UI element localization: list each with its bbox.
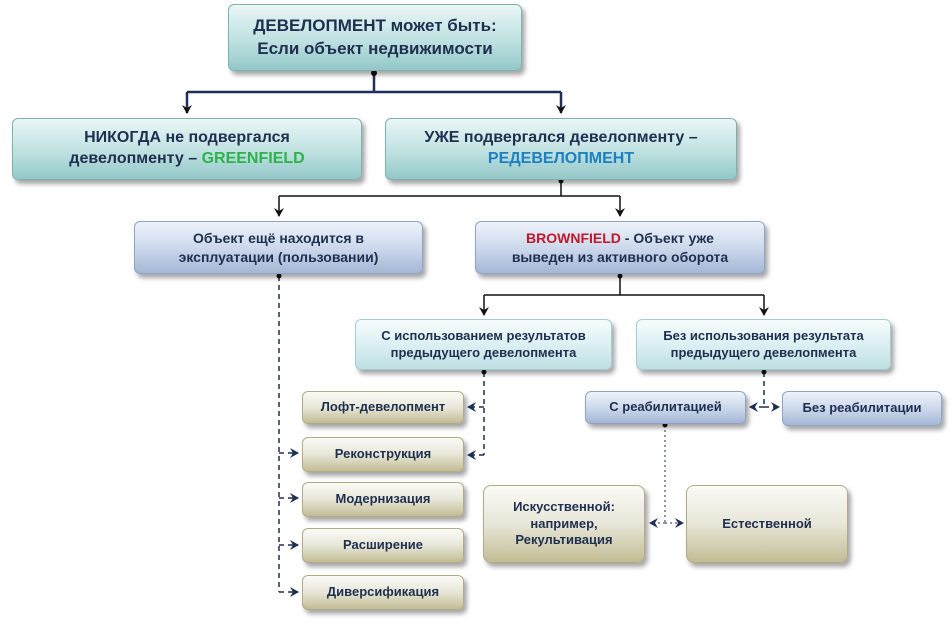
without-results-box: Без использования результата предыдущего…	[636, 319, 891, 370]
artificial-line-2: например,	[530, 515, 598, 531]
connector-with-results-dashed	[467, 372, 485, 460]
connector-without-results-dashed	[749, 372, 780, 412]
modernization-box: Модернизация	[302, 482, 464, 517]
expansion-box: Расширение	[302, 528, 464, 563]
loft-box: Лофт-девелопмент	[302, 391, 464, 424]
modernization-label: Модернизация	[335, 491, 431, 507]
brownfield-box: BROWNFIELD - Объект уже выведен из актив…	[475, 221, 765, 274]
connector-in-use-dashed	[278, 276, 299, 597]
connector-root	[182, 73, 566, 114]
in-use-line-1: Объект ещё находится в	[192, 230, 365, 247]
loft-label: Лофт-девелопмент	[320, 399, 446, 415]
without-rehab-label: Без реабилитации	[802, 400, 922, 416]
without-results-line-1: Без использования результата	[663, 327, 864, 343]
redevelopment-label: РЕДЕВЕЛОПМЕНТ	[487, 150, 635, 167]
without-rehab-box: Без реабилитации	[782, 391, 942, 426]
never-line-2: девелопменту – GREENFIELD	[69, 150, 305, 167]
artificial-box: Искусственной: например, Рекультивация	[483, 485, 645, 563]
connector-rehab-dashed	[649, 425, 684, 528]
already-line-1: УЖЕ подвергался девелопменту –	[424, 129, 698, 147]
natural-label: Естественной	[722, 515, 812, 531]
connector-brownfield	[479, 276, 769, 316]
diversification-label: Диверсификация	[326, 584, 440, 600]
artificial-line-1: Искусственной:	[513, 498, 615, 514]
with-rehab-box: С реабилитацией	[585, 391, 746, 424]
brownfield-label: BROWNFIELD	[526, 230, 621, 247]
connector-redevelopment	[274, 181, 625, 217]
reconstruction-label: Реконструкция	[334, 446, 432, 462]
never-line-1: НИКОГДА не подвергался	[84, 129, 290, 147]
expansion-label: Расширение	[342, 537, 424, 553]
with-rehab-label: С реабилитацией	[609, 399, 722, 415]
with-results-line-2: предыдущего девелопмента	[390, 344, 577, 360]
root-line-2: Если объект недвижимости	[257, 38, 493, 58]
never-developed-box: НИКОГДА не подвергался девелопменту – GR…	[12, 118, 362, 180]
in-use-box: Объект ещё находится в эксплуатации (пол…	[134, 221, 423, 274]
natural-box: Естественной	[686, 485, 848, 563]
brownfield-line-1: BROWNFIELD - Объект уже	[526, 230, 714, 247]
artificial-line-3: Рекультивация	[515, 532, 613, 548]
greenfield-label: GREENFIELD	[201, 150, 305, 167]
brownfield-line-2: выведен из активного оборота	[511, 248, 729, 265]
with-results-box: С использованием результатов предыдущего…	[355, 319, 612, 370]
root-line-1: ДЕВЕЛОПМЕНТ может быть:	[253, 16, 497, 36]
redevelopment-box: УЖЕ подвергался девелопменту – РЕДЕВЕЛОП…	[385, 118, 737, 180]
reconstruction-box: Реконструкция	[302, 437, 464, 472]
without-results-line-2: предыдущего девелопмента	[670, 344, 857, 360]
diversification-box: Диверсификация	[302, 575, 464, 610]
root-box: ДЕВЕЛОПМЕНТ может быть: Если объект недв…	[228, 4, 522, 71]
with-results-line-1: С использованием результатов	[381, 327, 586, 343]
in-use-line-2: эксплуатации (пользовании)	[178, 248, 379, 265]
